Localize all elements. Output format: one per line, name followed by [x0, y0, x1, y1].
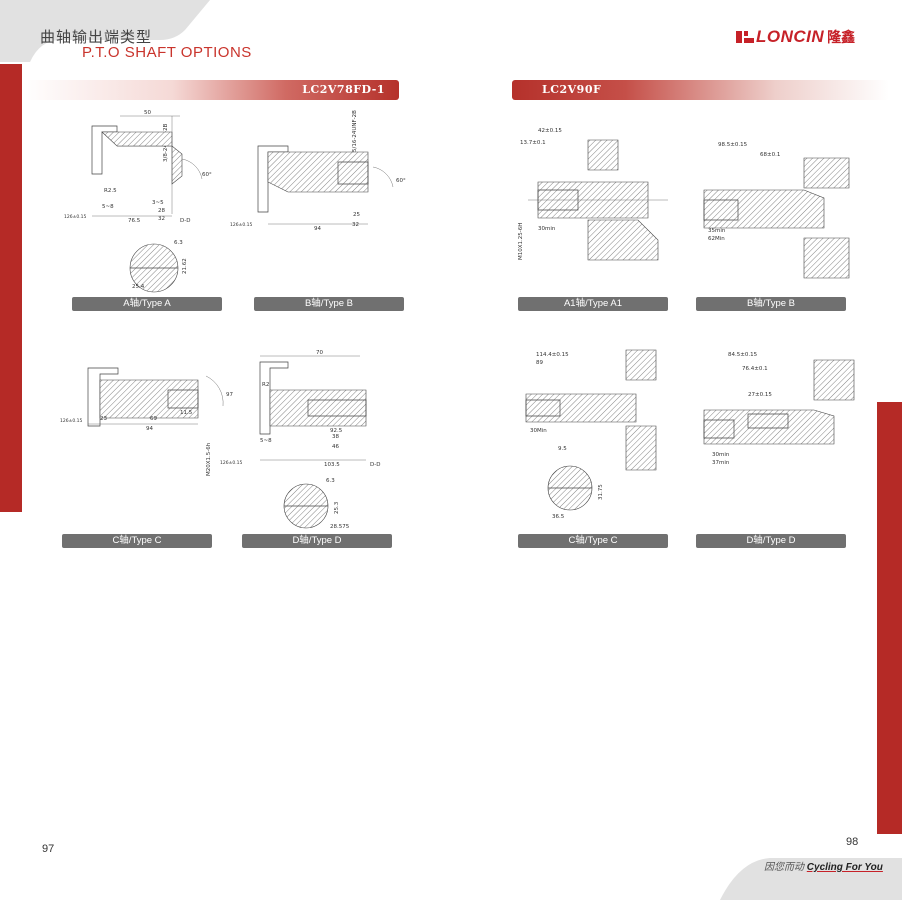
dim-rc-d5: 36.5: [552, 514, 565, 520]
dim-rc-d4: 9.5: [558, 446, 567, 452]
dim-a1-d2: 13.7±0.1: [520, 140, 546, 146]
dim-c-d6: 126±0.15: [60, 418, 83, 424]
page-title-cn: 曲轴输出端类型: [40, 29, 153, 46]
dim-a-d4: R2.5: [104, 188, 117, 194]
dim-rb-d3: 35min: [708, 228, 726, 234]
dim-d-d12: 28.575: [330, 524, 350, 530]
dim-c-d5: 94: [146, 426, 153, 432]
dim-a-d14: 25.4: [132, 284, 145, 290]
model-name-right: LC2V90F: [542, 83, 602, 96]
dim-a1-d1: 42±0.15: [538, 128, 562, 134]
dim-a-d9: 76.5: [128, 218, 141, 224]
type-label-right-d: D轴/Type D: [696, 534, 846, 548]
footer-corner-shape: [720, 858, 902, 900]
drawing-left-type-a: 50 3/8-24UNF-2B 60° R2.5 3~5 28 32 5~8 7…: [64, 110, 212, 293]
dim-d-d9: 126±0.15: [220, 460, 243, 466]
drawing-right-type-b: 98.5±0.15 68±0.1 35min 62Min: [703, 142, 850, 279]
dim-d-d3: 5~8: [260, 438, 272, 444]
dim-c-d4: 69: [150, 416, 157, 422]
logo-text: LONCIN: [756, 27, 825, 46]
dim-a1-d4: M10X1.25-6H: [518, 223, 524, 260]
footer-slogan: 因您而动 Cycling For You: [764, 858, 883, 873]
dim-d-d6: 46: [332, 444, 339, 450]
dim-rc-d3: 30Min: [530, 428, 547, 434]
dim-rc-d1: 114.4±0.15: [536, 352, 569, 358]
dim-a-d11: 126±0.15: [64, 214, 87, 220]
dim-d-d1: 70: [316, 350, 323, 356]
dim-d-d4: 92.5: [330, 428, 343, 434]
drawing-right-type-c: 114.4±0.15 89 30Min 9.5 36.5 31.75: [525, 349, 657, 520]
dim-d-d5: 38: [332, 434, 339, 440]
dim-rb-d4: 62Min: [708, 236, 725, 242]
dim-a-d12: 6.3: [174, 240, 183, 246]
dim-rd-d1: 84.5±0.15: [728, 352, 758, 358]
type-label-right-b: B轴/Type B: [696, 297, 846, 311]
dim-rd-d5: 37min: [712, 460, 730, 466]
drawing-left-type-d: 70 R2 5~8 92.5 38 46 103.5 D-D 126±0.15 …: [220, 350, 380, 530]
dim-a-d1: 50: [144, 110, 151, 116]
dim-b-d5: 32: [352, 222, 359, 228]
dim-b-d4: 94: [314, 226, 321, 232]
drawing-left-type-b: 5/16-24UNF-2B 60° 25 94 32 126±0.15: [230, 110, 406, 232]
dim-a-d3: 60°: [202, 172, 212, 178]
dim-a-d6: 28: [158, 208, 165, 214]
dim-c-d3: 23: [100, 416, 107, 422]
dim-a1-d3: 30min: [538, 226, 556, 232]
dim-a-d13: 21.62: [182, 258, 188, 274]
type-label-right-a1: A1轴/Type A1: [518, 297, 668, 311]
dim-b-d1: 5/16-24UNF-2B: [352, 110, 358, 152]
model-name-left: LC2V78FD-1: [302, 83, 385, 96]
dim-rc-d2: 89: [536, 360, 543, 366]
slogan-en: Cycling For You: [806, 862, 883, 873]
dim-d-d11: 25.3: [334, 501, 340, 514]
dim-b-d2: 60°: [396, 178, 406, 184]
type-label-right-c: C轴/Type C: [518, 534, 668, 548]
dim-d-d10: 6.3: [326, 478, 335, 484]
dim-a-d7: 32: [158, 216, 165, 222]
dim-d-d2: R2: [262, 382, 269, 388]
dim-c-d1: 97: [226, 392, 233, 398]
dim-rd-d3: 27±0.15: [748, 392, 772, 398]
dim-b-d6: 126±0.15: [230, 222, 253, 228]
type-label-left-c: C轴/Type C: [62, 534, 212, 548]
left-accent-bar: [0, 64, 22, 512]
dim-c-d7: M20X1.5-6h: [206, 442, 212, 476]
right-accent-bar: [877, 402, 902, 834]
model-banner-left: LC2V78FD-1: [22, 80, 399, 100]
header-corner-shape: [0, 0, 210, 62]
page-number-left: 97: [42, 843, 55, 855]
dim-c-d2: 11.5: [180, 410, 193, 416]
type-label-left-a: A轴/Type A: [72, 297, 222, 311]
drawing-right-type-a1: 42±0.15 13.7±0.1 30min M10X1.25-6H: [518, 128, 668, 261]
page-number-right: 98: [846, 836, 859, 848]
page-title-en: P.T.O SHAFT OPTIONS: [82, 44, 252, 61]
dim-rb-d2: 68±0.1: [760, 152, 780, 158]
dim-d-d7: 103.5: [324, 462, 340, 468]
dim-rb-d1: 98.5±0.15: [718, 142, 748, 148]
dim-a-d5: 3~5: [152, 200, 164, 206]
dim-b-d3: 25: [353, 212, 360, 218]
logo-text-cn: 隆鑫: [827, 29, 856, 45]
type-label-left-d: D轴/Type D: [242, 534, 392, 548]
slogan-cn: 因您而动: [764, 862, 804, 873]
dim-rc-d6: 31.75: [598, 484, 604, 500]
dim-a-d10: D-D: [180, 218, 190, 224]
type-label-left-b: B轴/Type B: [254, 297, 404, 311]
dim-d-d8: D-D: [370, 462, 380, 468]
dim-a-d8: 5~8: [102, 204, 114, 210]
drawing-left-type-c: 97 11.5 23 69 94 126±0.15 M20X1.5-6h: [60, 367, 233, 476]
dim-rd-d4: 30min: [712, 452, 730, 458]
drawing-right-type-d: 84.5±0.15 76.4±0.1 27±0.15 30min 37min: [703, 352, 855, 466]
brand-logo: LONCIN 隆鑫: [736, 24, 855, 50]
model-banner-right: LC2V90F: [512, 80, 889, 100]
dim-rd-d2: 76.4±0.1: [742, 366, 768, 372]
loncin-mark-icon: [736, 31, 754, 43]
